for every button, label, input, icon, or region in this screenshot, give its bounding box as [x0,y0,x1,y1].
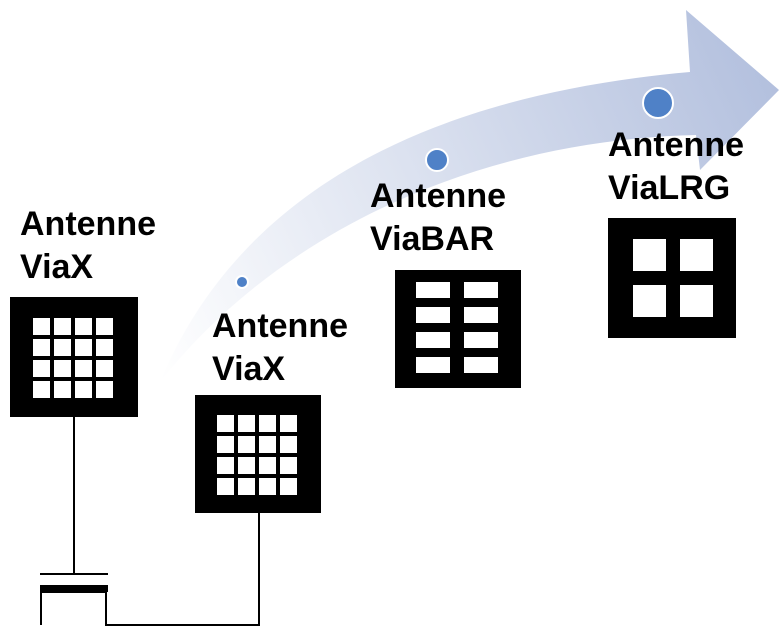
element-cell [238,457,255,474]
element-cell [96,339,113,356]
element-cell [54,381,71,398]
antenna-3-label: Antenne ViaBAR [370,175,506,261]
antenna-3-label-line1: Antenne [370,177,506,215]
antenna-2-label-line1: Antenne [212,307,348,345]
dot-small-icon [235,275,249,289]
antenna-3-icon [395,270,521,388]
antenna-1-icon [10,297,138,417]
element-bar [464,357,498,373]
antenna-4-label: Antenne ViaLRG [608,124,744,210]
element-cell [259,478,276,495]
element-cell [96,381,113,398]
element-cell [75,339,92,356]
element-cell [238,436,255,453]
switch-icon [40,573,108,592]
antenna-4-label-line2: ViaLRG [608,169,731,207]
element-cell [33,339,50,356]
element-cell [217,478,234,495]
element-block [633,239,666,271]
element-cell [259,415,276,432]
element-cell [54,318,71,335]
antenna-2-label: Antenne ViaX [212,305,348,391]
element-bar [464,332,498,348]
element-cell [75,360,92,377]
antenna-1-label: Antenne ViaX [20,203,156,289]
dot-large-icon [642,87,674,119]
element-block [680,239,713,271]
element-cell [75,318,92,335]
element-cell [96,318,113,335]
element-cell [217,436,234,453]
curved-arrow-icon [160,10,779,382]
element-cell [33,318,50,335]
dot-medium-icon [425,148,449,172]
element-cell [217,457,234,474]
element-cell [280,457,297,474]
element-bar [416,357,450,373]
antenna-1-label-line2: ViaX [20,248,94,286]
element-cell [280,436,297,453]
element-cell [96,360,113,377]
element-cell [33,381,50,398]
element-cell [217,415,234,432]
element-cell [33,360,50,377]
antenna-1-label-line1: Antenne [20,205,156,243]
element-cell [280,478,297,495]
element-cell [54,360,71,377]
element-cell [238,415,255,432]
antenna-2-label-line2: ViaX [212,350,286,388]
element-cell [259,436,276,453]
element-bar [416,282,450,298]
antenna-4-icon [608,218,736,338]
antenna-4-label-line1: Antenne [608,126,744,164]
element-cell [280,415,297,432]
element-cell [238,478,255,495]
element-cell [54,339,71,356]
element-cell [75,381,92,398]
antenna-2-icon [195,395,321,513]
element-bar [416,332,450,348]
element-bar [416,307,450,323]
element-bar [464,307,498,323]
element-bar [464,282,498,298]
element-block [633,285,666,317]
element-cell [259,457,276,474]
antenna-3-label-line2: ViaBAR [370,220,495,258]
element-block [680,285,713,317]
